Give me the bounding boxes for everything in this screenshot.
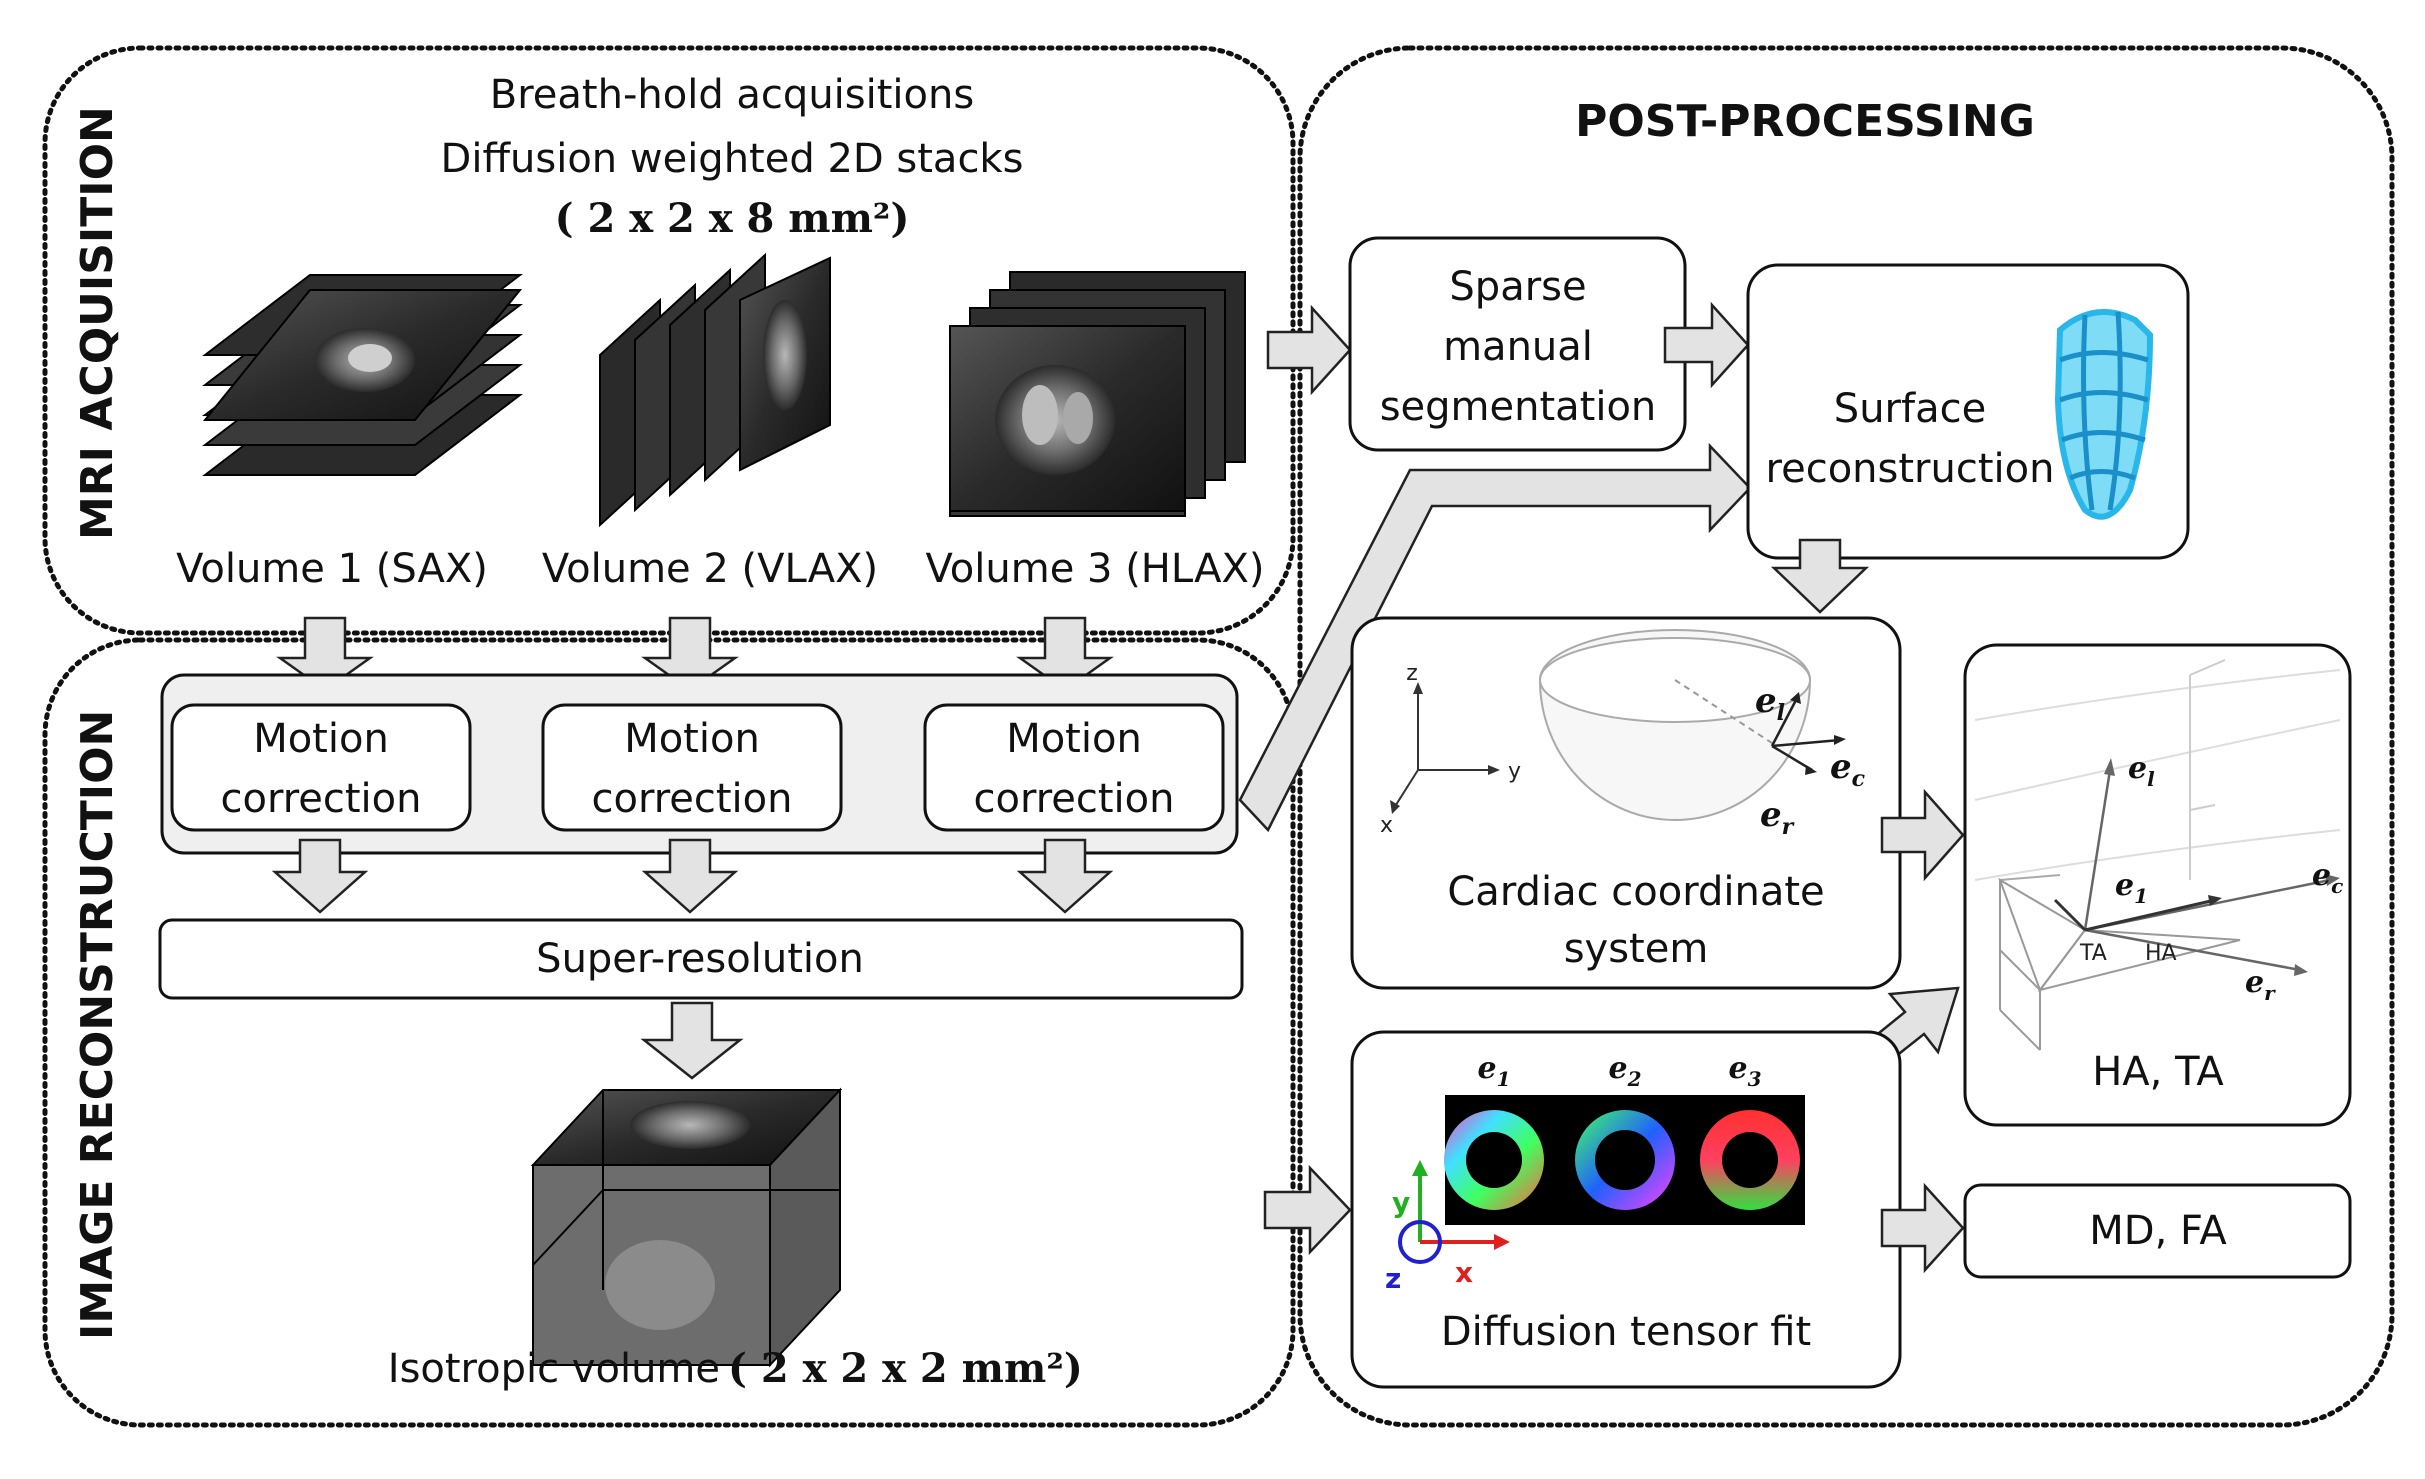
tensor-axes-icon [1398, 1160, 1510, 1264]
volume2-label: Volume 2 (VLAX) [542, 546, 878, 592]
ha-ta-label: HA, TA [2092, 1049, 2224, 1095]
hata-vector-e1: e1 [2115, 868, 2148, 908]
arrow-acq-to-sparse [1266, 304, 1352, 396]
hata-vector-ec: ec [2312, 858, 2343, 898]
md-fa-box [1963, 1183, 2352, 1279]
sparse-line2: manual [1443, 324, 1593, 370]
tensor-e3-label: e3 [1728, 1051, 1761, 1091]
acquisition-resolution: ( 2 x 2 x 8 mm²) [555, 195, 910, 242]
super-resolution-label: Super-resolution [536, 936, 864, 982]
ha-ta-box [1963, 643, 2352, 1127]
reconstruction-title: IMAGE RECONSTRUCTION [72, 710, 123, 1340]
dtf-label: Diffusion tensor fit [1441, 1309, 1811, 1355]
super-resolution-box [158, 918, 1244, 1000]
postprocessing-title: POST-PROCESSING [1575, 96, 2035, 147]
mc3-line2: correction [974, 776, 1175, 822]
arrow-sr-down [640, 1001, 744, 1080]
arrow-sparse-to-surface [1663, 301, 1750, 389]
motion-correction-box-2 [541, 703, 843, 832]
hata-vector-el: el [2128, 751, 2155, 791]
cardiac-line1: Cardiac coordinate [1447, 869, 1824, 915]
isotropic-volume-image [530, 1087, 843, 1368]
ha-ta-geometry-image [1974, 659, 2341, 1051]
vector-el: el [1755, 681, 1785, 726]
arrow-mc-to-surface [1238, 442, 1752, 833]
ta-label: TA [2079, 941, 2107, 966]
arrow-surface-to-cardiac [1770, 538, 1870, 614]
tensor-e2-label: e2 [1608, 1051, 1641, 1091]
md-fa-label: MD, FA [2089, 1208, 2227, 1254]
surface-mesh-image [2054, 309, 2154, 520]
isotropic-volume-label: Isotropic volume [388, 1346, 720, 1392]
cardiac-line2: system [1564, 926, 1709, 972]
tensor-axis-y: y [1392, 1186, 1410, 1219]
tensor-e1-label: e1 [1477, 1051, 1510, 1091]
hlax-stack-image [949, 271, 1246, 517]
surface-line2: reconstruction [1766, 446, 2055, 492]
arrow-dtf-to-mdfa [1880, 1182, 1965, 1274]
tensor-axis-z: z [1385, 1262, 1401, 1295]
cardiac-axes-icon [1390, 682, 1500, 814]
motion-correction-box-3 [923, 703, 1225, 832]
arrow-cardiac-to-hata [1880, 788, 1965, 882]
arrow-mc3-down [1016, 838, 1114, 914]
hata-vector-er: er [2245, 965, 2276, 1005]
cardiac-axis-y: y [1508, 759, 1521, 784]
arrow-mc2-down [641, 838, 739, 914]
mc2-line2: correction [592, 776, 793, 822]
surface-line1: Surface [1834, 386, 1986, 432]
mc2-line1: Motion [624, 716, 760, 762]
mc1-line1: Motion [253, 716, 389, 762]
acquisition-title: MRI ACQUISITION [72, 106, 123, 540]
isotropic-resolution: ( 2 x 2 x 2 mm²) [728, 1345, 1083, 1392]
tensor-maps-image [1444, 1095, 1805, 1225]
cardiac-axis-z: z [1406, 661, 1418, 686]
volume1-label: Volume 1 (SAX) [176, 546, 488, 592]
vector-ec: ec [1830, 747, 1866, 792]
acquisition-line1: Breath-hold acquisitions [490, 72, 974, 118]
arrow-mc1-down [271, 838, 369, 914]
tensor-axis-x: x [1455, 1256, 1473, 1289]
sax-stack-image [202, 274, 523, 476]
sparse-line1: Sparse [1449, 264, 1586, 310]
arrow-iso-to-dtf [1263, 1164, 1352, 1256]
motion-correction-box-1 [170, 703, 472, 832]
volume3-label: Volume 3 (HLAX) [926, 546, 1265, 592]
sparse-line3: segmentation [1380, 384, 1657, 430]
cardiac-axis-x: x [1380, 813, 1393, 838]
ha-label: HA [2145, 941, 2177, 966]
acquisition-line2: Diffusion weighted 2D stacks [441, 136, 1024, 182]
vlax-stack-image [599, 252, 831, 528]
mc3-line1: Motion [1006, 716, 1142, 762]
mc1-line2: correction [221, 776, 422, 822]
hemisphere-image [1538, 629, 1846, 821]
vector-er: er [1760, 795, 1795, 840]
